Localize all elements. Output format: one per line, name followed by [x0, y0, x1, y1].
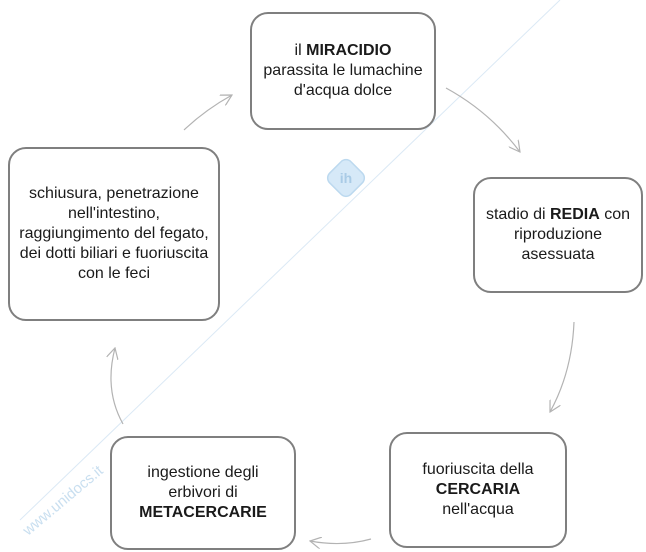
node-text: il MIRACIDIO parassita le lumachine d'ac…: [263, 42, 423, 99]
watermark-logo-letters: ih: [340, 170, 352, 186]
node-text: stadio di REDIA con riproduzione asessua…: [485, 206, 631, 263]
node-text: ingestione degli erbivori di METACERCARI…: [139, 464, 267, 521]
watermark-diagonal-line: [19, 0, 561, 521]
arrow-1-to-2: [445, 87, 520, 152]
stage-node-cercaria: fuoriuscita della CERCARIA nell'acqua: [389, 432, 567, 548]
arrow-4-to-5: [111, 348, 124, 425]
arrow-5-to-1: [183, 95, 232, 131]
arrow-2-to-3: [550, 321, 575, 412]
stage-node-schiusura: schiusura, penetrazione nell'intestino, …: [8, 147, 220, 321]
node-bold-term: METACERCARIE: [139, 504, 267, 521]
stage-node-miracidio: il MIRACIDIO parassita le lumachine d'ac…: [250, 12, 436, 130]
stage-node-redia: stadio di REDIA con riproduzione asessua…: [473, 177, 643, 293]
arrow-3-to-4: [310, 539, 372, 544]
stage-node-metacercarie: ingestione degli erbivori di METACERCARI…: [110, 436, 296, 550]
node-bold-term: REDIA: [550, 206, 600, 223]
node-text: schiusura, penetrazione nell'intestino, …: [19, 185, 209, 282]
node-bold-term: MIRACIDIO: [306, 42, 392, 59]
node-bold-term: CERCARIA: [435, 481, 521, 498]
watermark-logo-icon: ih: [326, 158, 366, 198]
node-text: fuoriuscita della CERCARIA nell'acqua: [422, 461, 534, 518]
